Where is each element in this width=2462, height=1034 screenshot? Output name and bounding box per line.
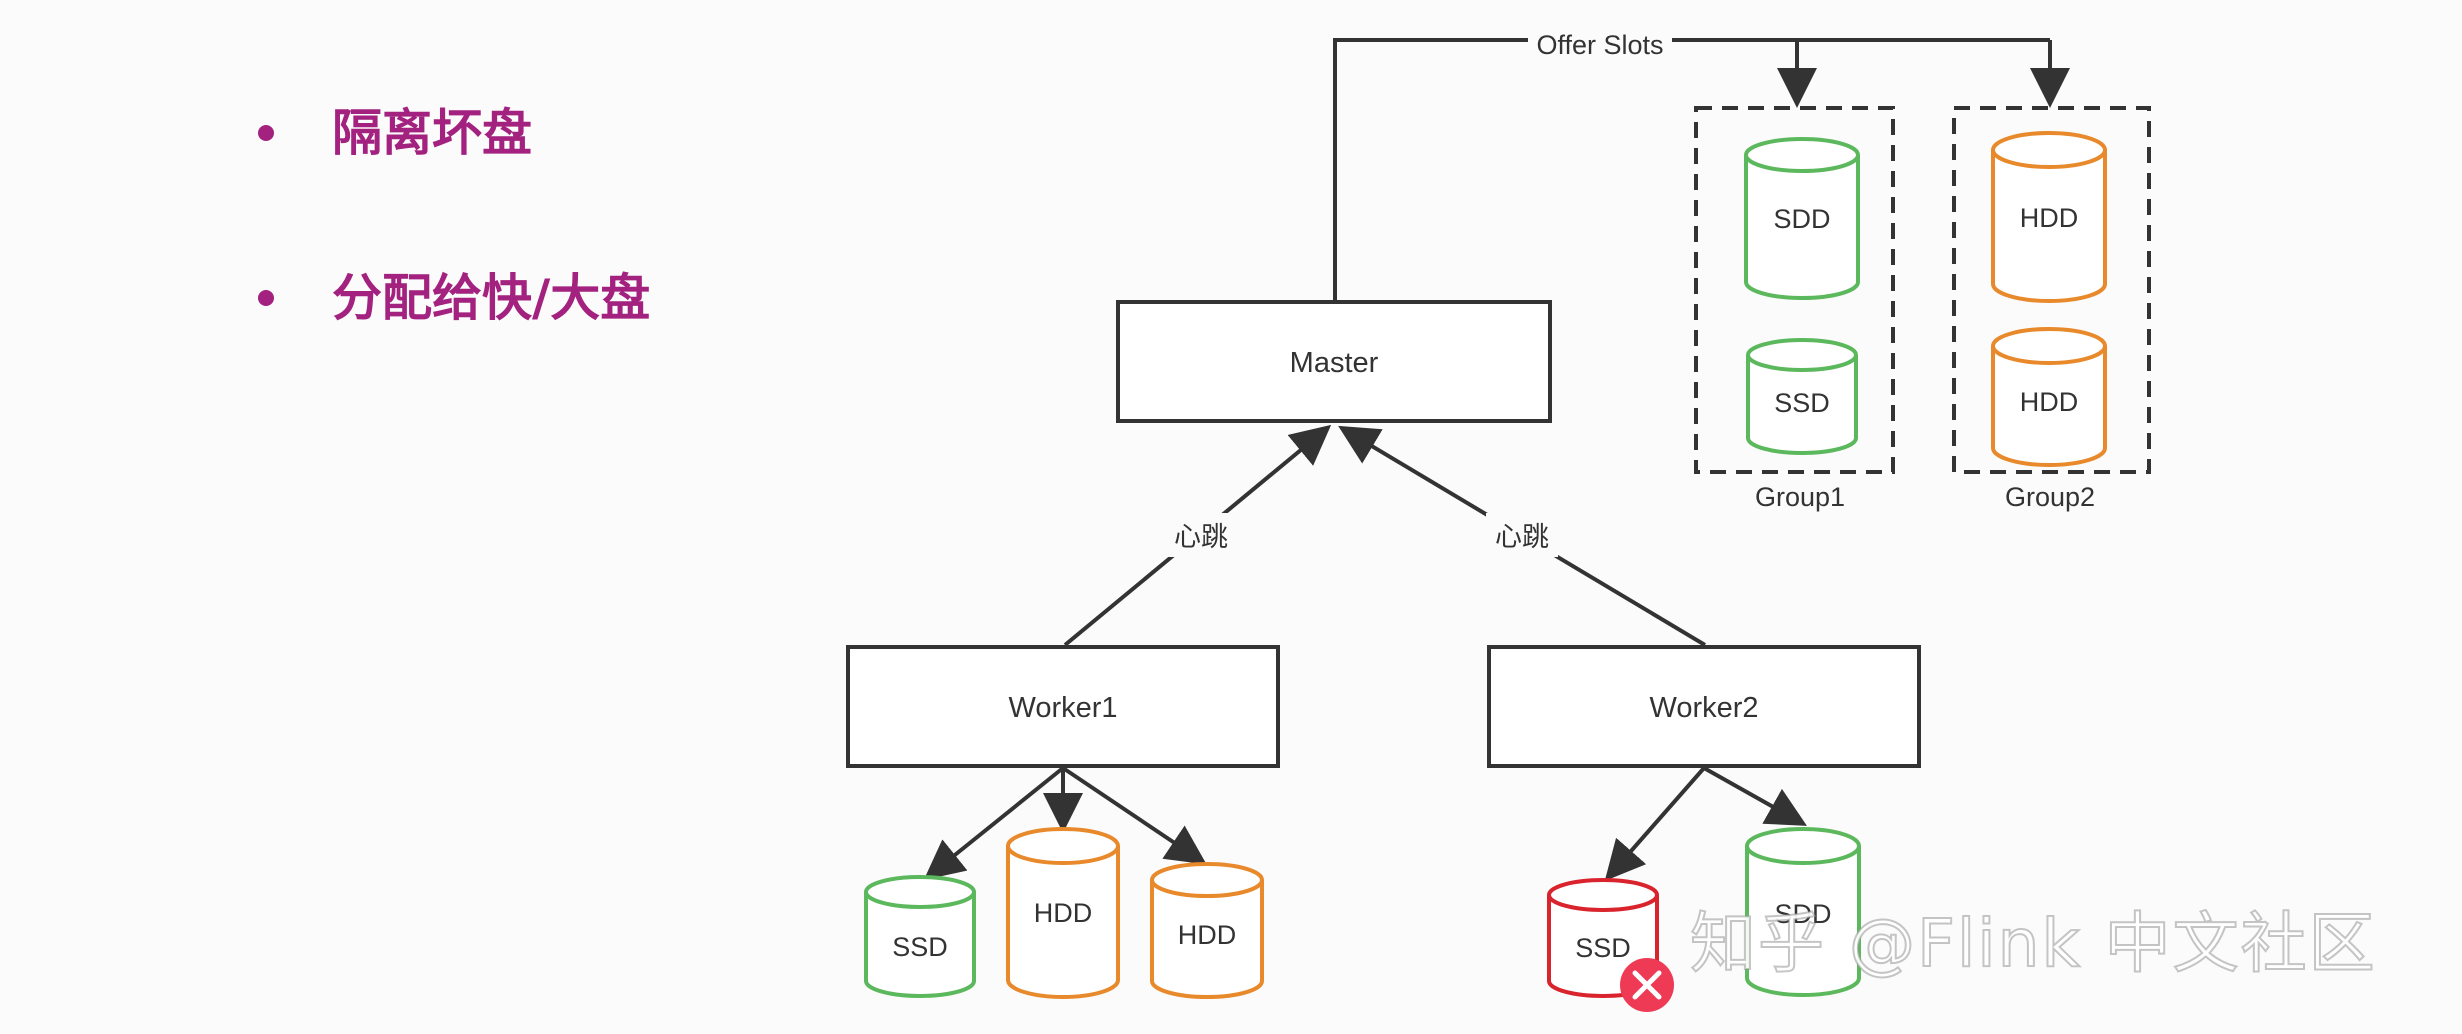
disk-label: SSD xyxy=(1575,933,1631,963)
master-box: Master xyxy=(1116,300,1552,423)
master-label: Master xyxy=(1290,347,1379,379)
disk-label: HDD xyxy=(1034,898,1093,928)
worker1-disk-arrows xyxy=(923,766,1207,881)
group2-label: Group2 xyxy=(2005,482,2095,512)
group1-label: Group1 xyxy=(1755,482,1845,512)
disk-cylinder: HDD xyxy=(1006,827,1120,999)
disk-label: SDD xyxy=(1774,899,1831,929)
worker2-disk-arrows xyxy=(1604,766,1807,882)
disk-cylinder: HDD xyxy=(1991,327,2107,467)
disk-label: SDD xyxy=(1773,204,1830,234)
disk-label: SSD xyxy=(1774,388,1830,418)
offer-slots-label: Offer Slots xyxy=(1536,30,1663,60)
disk-cylinder: SDD xyxy=(1744,137,1860,300)
heartbeat-edge-worker2: 心跳 xyxy=(1338,425,1707,647)
disk-label: SSD xyxy=(892,932,948,962)
heartbeat-edge-worker1: 心跳 xyxy=(1063,424,1332,647)
heartbeat-label: 心跳 xyxy=(1495,522,1549,552)
disk-cylinder: SSD xyxy=(1746,338,1858,455)
heartbeat-label: 心跳 xyxy=(1174,522,1228,552)
disk-cylinder: SSD xyxy=(864,875,976,998)
error-x-icon xyxy=(1620,958,1674,1012)
worker1-label: Worker1 xyxy=(1008,692,1117,724)
bullet-item: 分配给快/大盘 xyxy=(258,273,650,323)
disk-cylinder: HDD xyxy=(1150,862,1264,999)
disk-label: HDD xyxy=(2020,203,2079,233)
disk-cylinder: HDD xyxy=(1991,131,2107,303)
bullet-text: 隔离坏盘 xyxy=(332,104,532,162)
bullet-item: 隔离坏盘 xyxy=(258,108,532,158)
watermark: 知乎 @Flink 中文社区 xyxy=(1689,904,2377,983)
disk-cylinder: SDD xyxy=(1745,827,1861,997)
worker2-label: Worker2 xyxy=(1649,692,1758,724)
disk-label: HDD xyxy=(2020,387,2079,417)
offer-slots-connector: Offer Slots xyxy=(1333,30,2070,300)
group2-box: Group2 xyxy=(1952,106,2151,512)
worker2-box: Worker2 xyxy=(1487,645,1921,768)
bullet-dot-icon xyxy=(258,125,274,141)
bullet-dot-icon xyxy=(258,290,274,306)
bullet-list: 隔离坏盘 分配给快/大盘 xyxy=(0,0,800,400)
group1-box: Group1 xyxy=(1694,106,1895,512)
disk-label: HDD xyxy=(1178,920,1237,950)
worker1-box: Worker1 xyxy=(846,645,1280,768)
bullet-text: 分配给快/大盘 xyxy=(332,269,651,327)
